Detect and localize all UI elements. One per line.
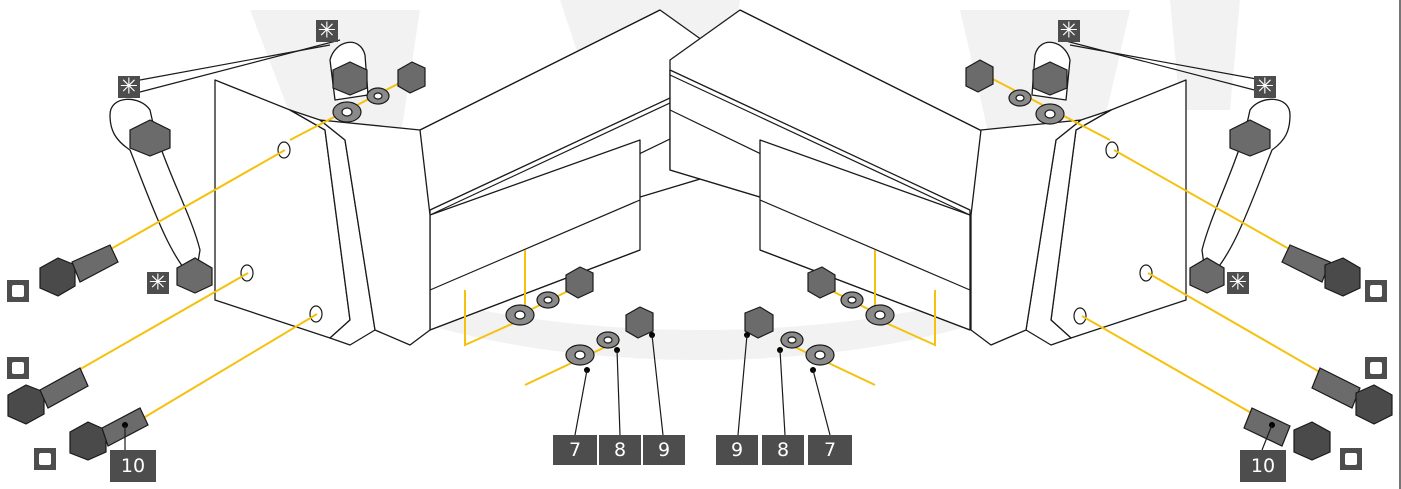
square-callout bbox=[1365, 280, 1387, 302]
svg-text:8: 8 bbox=[777, 439, 789, 461]
star-callout-right-lower: ✳ bbox=[1227, 271, 1249, 296]
star-callout-top-left: ✳ bbox=[316, 19, 338, 44]
svg-text:9: 9 bbox=[658, 439, 670, 461]
bracket-bolt-head bbox=[129, 119, 171, 157]
bracket-bolt-head bbox=[332, 61, 368, 96]
left-lower-fasteners bbox=[464, 250, 664, 436]
square-callout bbox=[1340, 448, 1362, 470]
star-callout-right: ✳ bbox=[1254, 75, 1276, 100]
right-bracket bbox=[1031, 41, 1291, 294]
bracket-bolt-head bbox=[1189, 257, 1225, 294]
square-callout bbox=[34, 448, 56, 470]
callout-8-left: 8 bbox=[599, 435, 641, 465]
left-bolt-middle bbox=[7, 272, 249, 425]
square-callout bbox=[7, 280, 29, 302]
plate-hole bbox=[1139, 264, 1153, 282]
plate-hole bbox=[1105, 141, 1119, 159]
right-bolt-upper bbox=[1113, 149, 1361, 297]
star-leader bbox=[139, 39, 341, 93]
svg-text:10: 10 bbox=[121, 455, 145, 477]
left-bolt-upper bbox=[39, 149, 286, 297]
svg-text:✳: ✳ bbox=[120, 75, 138, 100]
callout-10-right: 10 bbox=[1240, 450, 1286, 482]
pin-leader bbox=[1261, 424, 1273, 451]
svg-text:✳: ✳ bbox=[1229, 271, 1247, 296]
star-callout-top-right: ✳ bbox=[1058, 19, 1080, 44]
svg-text:8: 8 bbox=[614, 439, 626, 461]
star-callout-left: ✳ bbox=[118, 75, 140, 100]
svg-text:✳: ✳ bbox=[149, 271, 167, 296]
callout-10-left: 10 bbox=[110, 450, 156, 482]
callout-9-left: 9 bbox=[643, 435, 685, 465]
right-beam bbox=[669, 9, 1021, 331]
svg-text:9: 9 bbox=[731, 439, 743, 461]
bracket-bolt-head bbox=[1229, 119, 1271, 157]
svg-text:✳: ✳ bbox=[1256, 75, 1274, 100]
callout-8-right: 8 bbox=[762, 435, 804, 465]
square-callout bbox=[1365, 357, 1387, 379]
star-leader bbox=[1061, 39, 1263, 93]
left-top-fasteners bbox=[289, 61, 426, 141]
callout-7-left: 7 bbox=[553, 435, 597, 465]
star-leader bbox=[1069, 44, 1263, 81]
right-top-fasteners bbox=[965, 59, 1111, 141]
right-lower-fasteners bbox=[737, 250, 936, 436]
right-pin-10 bbox=[1081, 315, 1331, 461]
svg-text:7: 7 bbox=[569, 439, 581, 461]
svg-text:7: 7 bbox=[824, 439, 836, 461]
star-callout-left-lower: ✳ bbox=[147, 271, 169, 296]
right-plate bbox=[970, 79, 1187, 346]
bracket-bolt-head bbox=[1032, 61, 1068, 96]
star-leader bbox=[139, 44, 331, 81]
callout-7-right: 7 bbox=[808, 435, 852, 465]
bracket-bolt-head bbox=[176, 257, 213, 294]
square-callout bbox=[7, 357, 29, 379]
right-bolt-middle bbox=[1147, 272, 1393, 425]
left-pin-10 bbox=[69, 313, 318, 461]
plate-hole bbox=[1073, 307, 1087, 325]
svg-text:✳: ✳ bbox=[1060, 19, 1078, 44]
svg-text:10: 10 bbox=[1251, 455, 1275, 477]
left-plate bbox=[214, 79, 431, 346]
svg-text:✳: ✳ bbox=[318, 19, 336, 44]
callout-9-right: 9 bbox=[716, 435, 758, 465]
left-bracket bbox=[109, 41, 369, 294]
